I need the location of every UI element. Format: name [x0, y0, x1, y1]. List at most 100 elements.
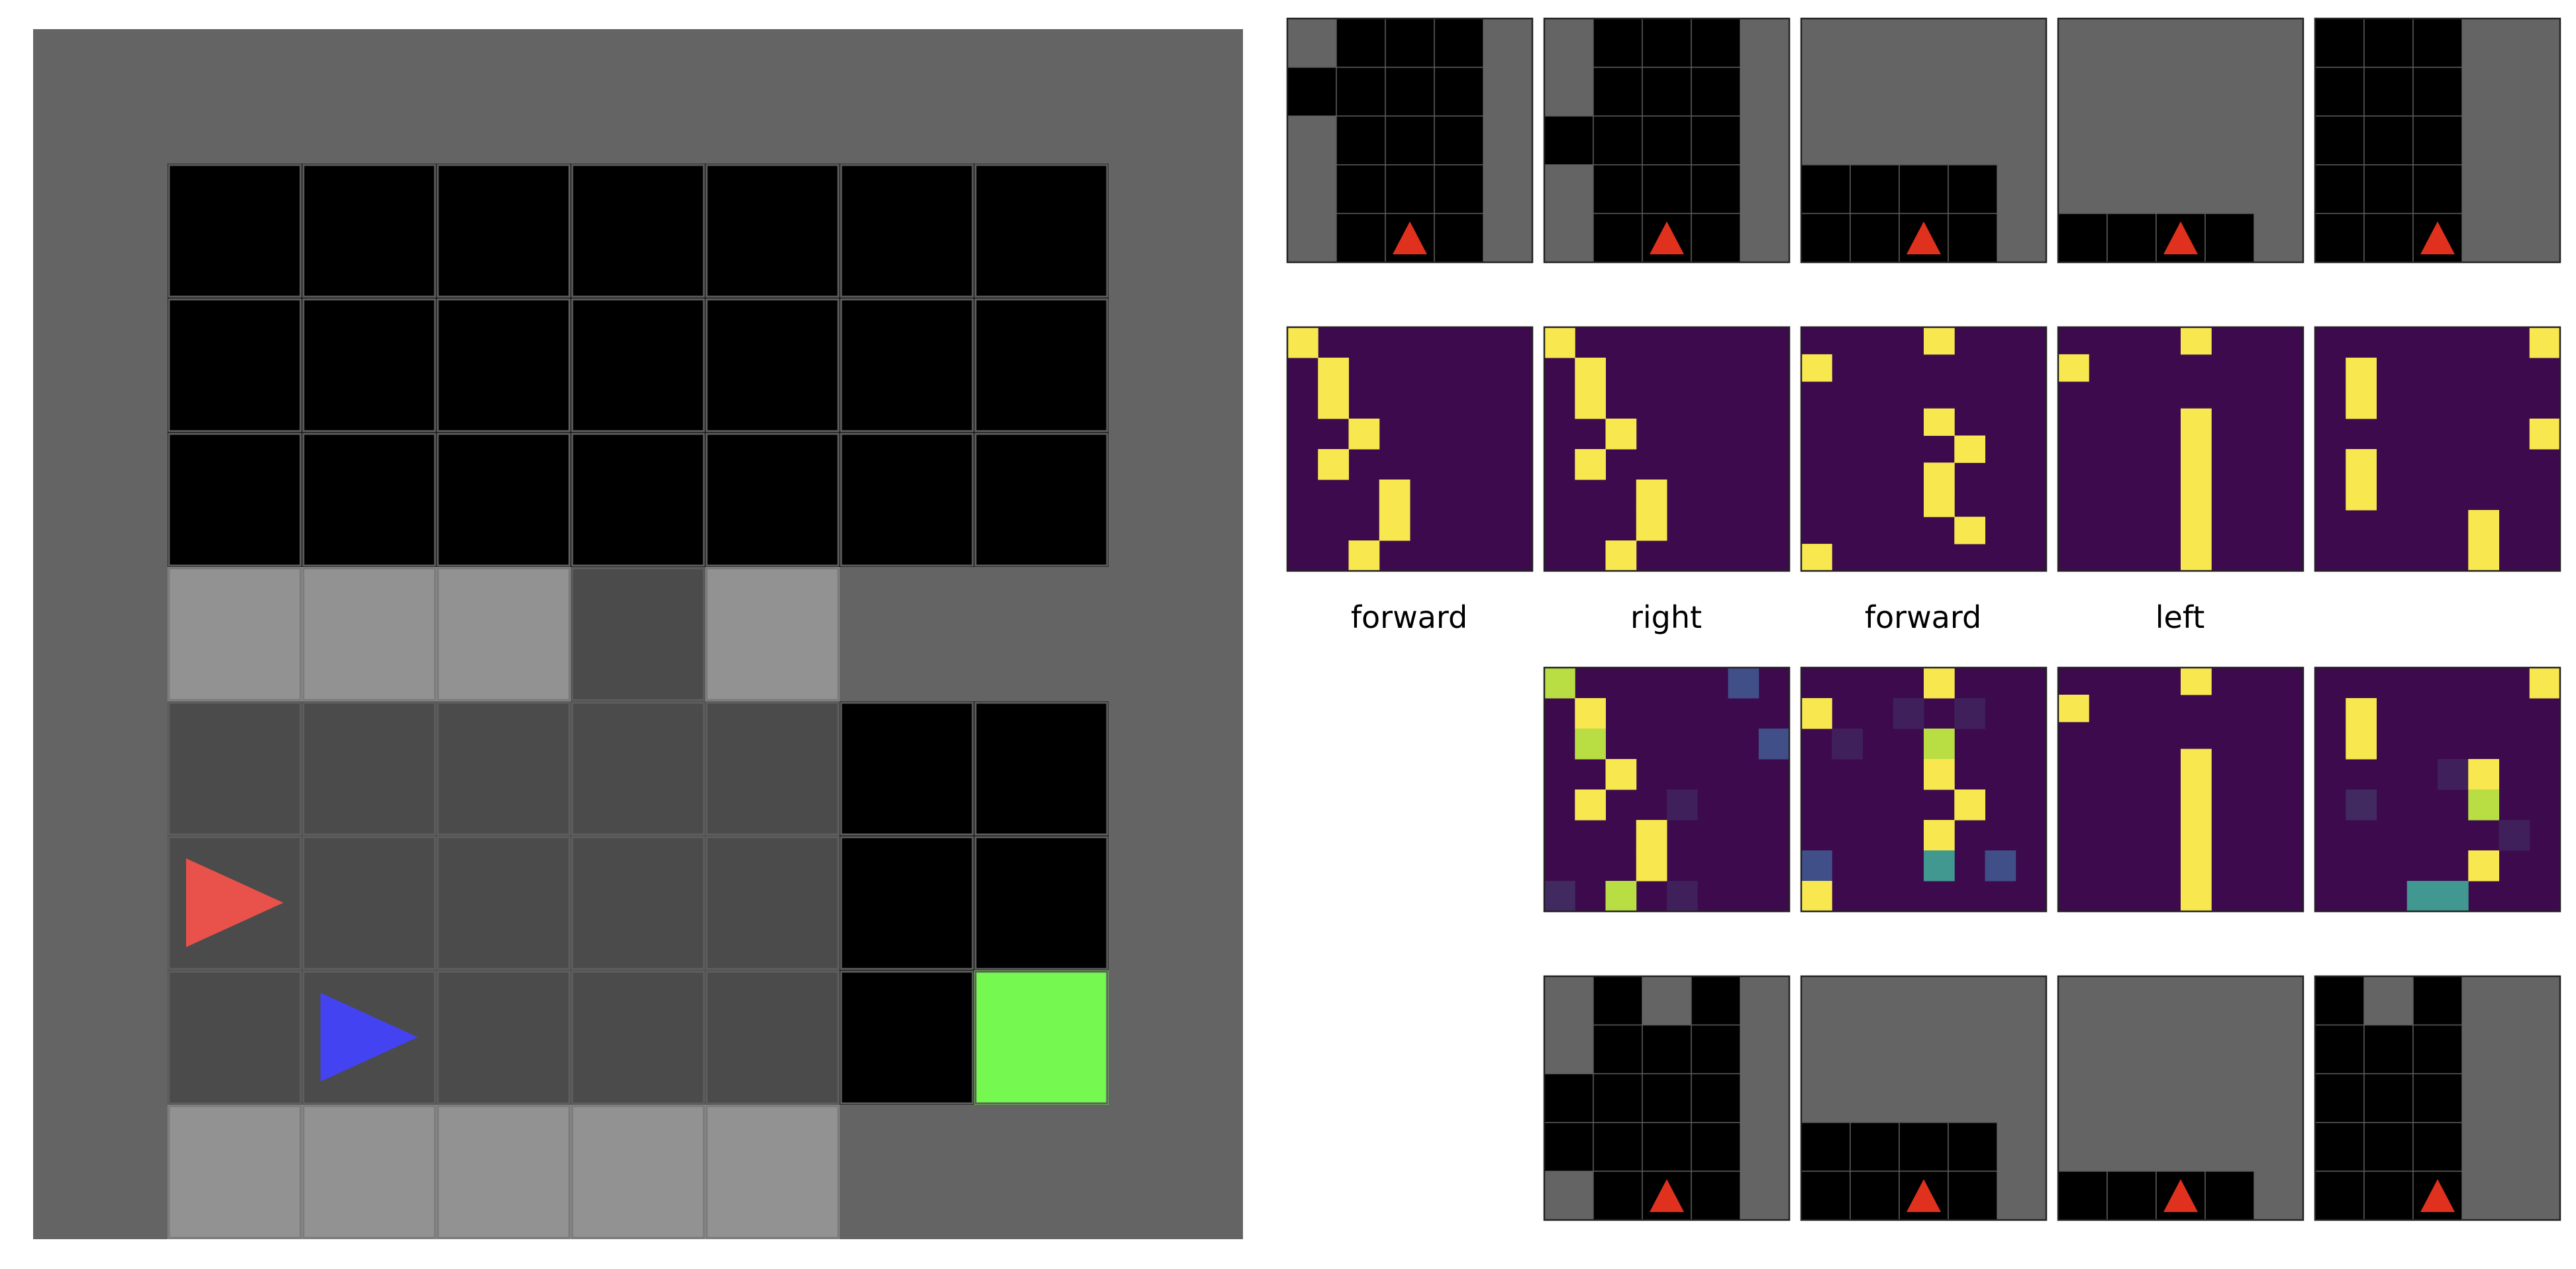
heatmap-cell — [1318, 388, 1349, 419]
unseen-cell — [1691, 19, 1741, 68]
heatmap-cell — [1801, 881, 1832, 912]
attention-map-3 — [1800, 326, 2048, 572]
unseen-cell — [2205, 213, 2255, 263]
lit-floor-cell — [168, 567, 302, 701]
unseen-cell — [1801, 1122, 1851, 1172]
top-agent-view-5 — [2314, 17, 2561, 264]
wall-cell — [2107, 1025, 2157, 1074]
heatmap-cell — [2181, 544, 2212, 572]
agent-icon — [1907, 221, 1941, 254]
wall-cell — [2462, 976, 2512, 1026]
panel-border — [1800, 326, 2048, 572]
heatmap-cell — [1924, 489, 1955, 517]
wall-cell — [1544, 67, 1594, 117]
unseen-cell — [1593, 1025, 1643, 1074]
grid-line — [168, 970, 302, 1105]
wall-cell — [436, 29, 571, 164]
wall-cell — [1544, 1025, 1594, 1074]
wall-cell — [2511, 1171, 2561, 1221]
unseen-cell — [1691, 976, 1741, 1026]
heatmap-cell — [2181, 884, 2212, 912]
heatmap-cell — [1954, 698, 1985, 729]
lit-floor-cell — [705, 1105, 840, 1239]
top-agent-view-3 — [1800, 17, 2048, 264]
unseen-cell — [1899, 1122, 1949, 1172]
wall-cell — [1850, 976, 1900, 1026]
panel-border — [1543, 326, 1791, 572]
wall-cell — [2462, 19, 2512, 68]
wall-cell — [705, 29, 840, 164]
wall-cell — [2462, 67, 2512, 117]
grid-line — [302, 1105, 436, 1239]
heatmap-cell — [2468, 789, 2499, 821]
lit-floor-cell — [302, 567, 436, 701]
wall-cell — [840, 567, 974, 701]
grid-line — [840, 164, 974, 298]
wall-cell — [1997, 976, 2047, 1026]
unseen-cell — [2364, 1122, 2414, 1172]
heatmap-cell — [2181, 857, 2212, 885]
bottom-agent-view-2 — [1800, 975, 2048, 1221]
grid-line — [302, 701, 436, 836]
unseen-cell — [1544, 116, 1594, 166]
heatmap-cell — [2468, 510, 2499, 541]
grid-line — [302, 164, 436, 298]
wall-cell — [1483, 19, 1533, 68]
wall-cell — [1740, 1074, 1790, 1123]
floor-cell — [302, 836, 436, 970]
unseen-cell — [1336, 67, 1386, 117]
unseen-cell — [1544, 1122, 1594, 1172]
wall-cell — [1801, 976, 1851, 1026]
heatmap-cell — [2181, 327, 2212, 355]
unseen-cell — [1593, 1122, 1643, 1172]
heatmap-cell — [1575, 358, 1606, 389]
grid-line — [436, 164, 571, 298]
wall-cell — [2107, 976, 2157, 1026]
heatmap-cell — [2181, 803, 2212, 831]
unseen-cell — [705, 164, 840, 298]
wall-cell — [2107, 67, 2157, 117]
wall-cell — [2254, 1074, 2304, 1123]
agent-icon — [2420, 221, 2455, 254]
wall-cell — [1287, 116, 1337, 166]
floor-cell — [705, 836, 840, 970]
grid-line — [571, 164, 705, 298]
wall-cell — [1109, 29, 1243, 164]
heatmap-cell — [1924, 408, 1955, 436]
heatmap-cell — [2468, 850, 2499, 882]
panel-border — [1543, 666, 1791, 913]
wall-cell — [2462, 213, 2512, 263]
heatmap-cell — [1801, 850, 1832, 882]
grid-line — [705, 1105, 840, 1239]
grid-line — [705, 701, 840, 836]
grid-line — [302, 567, 436, 701]
heatmap-cell — [1605, 881, 1637, 912]
action-label-1: forward — [1351, 599, 1467, 635]
unseen-cell — [1434, 164, 1484, 214]
action-label-4: left — [2155, 599, 2205, 635]
grid-line — [436, 701, 571, 836]
wall-cell — [1544, 976, 1594, 1026]
wall-cell — [2511, 1122, 2561, 1172]
panel-border — [2314, 326, 2561, 572]
grid-line — [705, 567, 840, 701]
agent-icon — [1907, 1179, 1941, 1212]
wall-cell — [2254, 1025, 2304, 1074]
agent-icon — [2420, 1179, 2455, 1212]
heatmap-cell — [2346, 789, 2377, 821]
grid-world-map — [33, 29, 1243, 1239]
grid-line — [571, 298, 705, 432]
unseen-cell — [1593, 1171, 1643, 1221]
wall-cell — [1109, 432, 1243, 567]
lit-floor-cell — [302, 1105, 436, 1239]
unseen-cell — [840, 164, 974, 298]
wall-cell — [33, 164, 168, 298]
unseen-cell — [168, 432, 302, 567]
wall-cell — [2511, 213, 2561, 263]
grid-line — [302, 432, 436, 567]
wall-cell — [1899, 67, 1949, 117]
unseen-cell — [2315, 213, 2365, 263]
wall-cell — [2205, 1074, 2255, 1123]
heatmap-cell — [2181, 489, 2212, 517]
grid-line — [302, 298, 436, 432]
